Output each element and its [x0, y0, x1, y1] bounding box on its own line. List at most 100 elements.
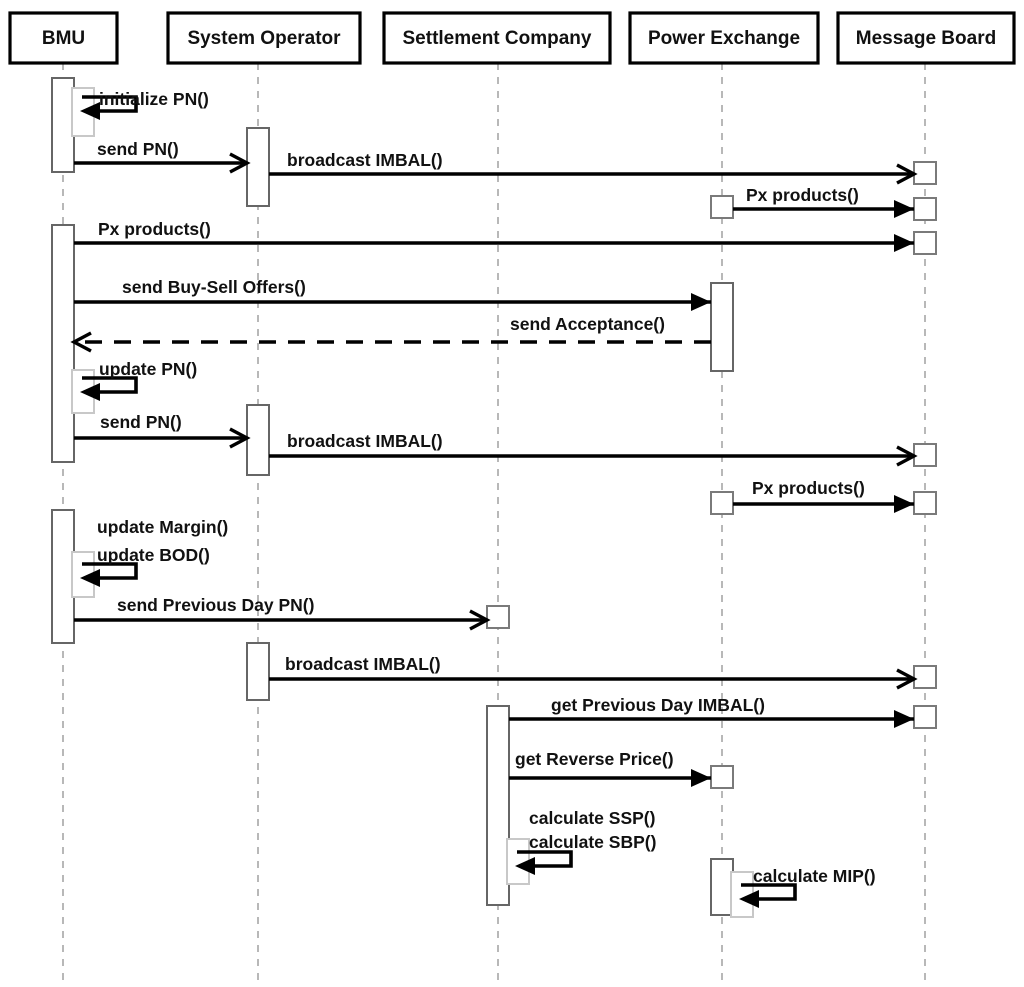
message-label-m06: send Buy-Sell Offers()	[122, 277, 306, 297]
activation-bar-act-sysop-2	[246, 404, 270, 476]
message-label-m03: broadcast IMBAL()	[287, 150, 443, 170]
message-m03: broadcast IMBAL()	[269, 150, 918, 185]
lifeline-head-bmu: BMU	[8, 11, 119, 65]
message-label-m09: send PN()	[100, 412, 182, 432]
message-label-m11: Px products()	[752, 478, 865, 498]
message-m07: send Acceptance()	[70, 314, 711, 353]
lifeline-head-box-sysop	[166, 11, 362, 65]
message-m17: get Reverse Price()	[509, 749, 711, 787]
message-label-m05: Px products()	[98, 219, 211, 239]
lifeline-head-sysop: System Operator	[166, 11, 362, 65]
activation-bar-act-settle-1	[486, 605, 510, 629]
message-label-m12: update Margin()	[97, 517, 228, 537]
self-call-loop-m01	[82, 95, 138, 113]
arrowhead-open	[469, 609, 491, 631]
message-m20: calculate MIP()	[739, 866, 876, 908]
arrowhead-filled	[894, 710, 914, 728]
activation-bar-act-msg-2	[913, 197, 937, 221]
activation-bar-act-sysop-1	[246, 127, 270, 207]
message-m19: calculate SBP()	[515, 832, 656, 875]
arrowhead-filled	[80, 383, 100, 401]
message-label-m17: get Reverse Price()	[515, 749, 674, 769]
activation-bar-act-msg-3	[913, 231, 937, 255]
arrowhead-open	[229, 427, 251, 449]
lifeline-head-box-pxe	[628, 11, 820, 65]
activation-bar-act-pxe-3	[710, 491, 734, 515]
self-call-bars-layer	[71, 87, 754, 918]
activation-bar-act-pxe-5	[710, 858, 734, 916]
message-m05: Px products()	[74, 219, 914, 252]
arrowhead-filled	[80, 102, 100, 120]
arrowhead-open	[896, 163, 918, 185]
activation-bar-act-bmu-1	[51, 77, 75, 173]
lifeline-head-label-sysop: System Operator	[187, 28, 341, 49]
message-label-m07: send Acceptance()	[510, 314, 665, 334]
message-m02: send PN()	[74, 139, 251, 174]
activation-bar-act-msg-5	[913, 491, 937, 515]
message-m12: update Margin()	[97, 517, 228, 537]
self-call-loop-m13	[82, 562, 138, 580]
lifeline-heads-layer: BMU System Operator Settlement Company Powe…	[8, 11, 1016, 65]
lifeline-head-box-bmu	[8, 11, 119, 65]
activation-bar-act-bmu-2	[51, 224, 75, 463]
arrowhead-open	[896, 445, 918, 467]
self-call-loop-m19	[517, 850, 573, 868]
arrowhead-open	[229, 152, 251, 174]
activation-bar-act-sysop-3	[246, 642, 270, 701]
activation-bar-act-pxe-4	[710, 765, 734, 789]
arrowhead-filled	[691, 769, 711, 787]
message-label-m01: initialize PN()	[99, 89, 209, 109]
message-label-m19: calculate SBP()	[529, 832, 656, 852]
message-label-m02: send PN()	[97, 139, 179, 159]
message-label-m15: broadcast IMBAL()	[285, 654, 441, 674]
messages-layer: initialize PN() send PN() broadcast IMBAL(…	[70, 89, 918, 908]
lifeline-head-msgboard: Message Board	[836, 11, 1016, 65]
lifeline-head-settlement: Settlement Company	[382, 11, 612, 65]
message-label-m13: update BOD()	[97, 545, 210, 565]
arrowhead-filled	[894, 200, 914, 218]
arrowhead-filled	[80, 569, 100, 587]
message-m15: broadcast IMBAL()	[269, 654, 918, 690]
message-m14: send Previous Day PN()	[74, 595, 491, 631]
lifeline-head-label-pxe: Power Exchange	[648, 28, 800, 49]
message-m04: Px products()	[733, 185, 914, 218]
message-label-m14: send Previous Day PN()	[117, 595, 314, 615]
lifeline-head-pxe: Power Exchange	[628, 11, 820, 65]
arrowhead-filled	[515, 857, 535, 875]
message-m16: get Previous Day IMBAL()	[509, 695, 914, 728]
message-m11: Px products()	[733, 478, 914, 513]
message-m06: send Buy-Sell Offers()	[74, 277, 711, 311]
activation-bar-act-settle-2	[486, 705, 510, 906]
message-m01: initialize PN()	[80, 89, 209, 120]
activation-bar-act-bmu-3	[51, 509, 75, 644]
self-call-loop-m20	[741, 883, 797, 901]
activation-bar-act-msg-4	[913, 443, 937, 467]
message-label-m08: update PN()	[99, 359, 197, 379]
activation-bar-act-msg-7	[913, 705, 937, 729]
lifeline-head-box-settlement	[382, 11, 612, 65]
lifeline-head-label-msgboard: Message Board	[856, 28, 996, 49]
message-m18: calculate SSP()	[529, 808, 655, 828]
activation-bar-act-msg-1	[913, 161, 937, 185]
message-label-m18: calculate SSP()	[529, 808, 655, 828]
activation-bar-act-pxe-1	[710, 195, 734, 219]
activation-bar-act-pxe-2	[710, 282, 734, 372]
arrowhead-filled	[894, 234, 914, 252]
message-label-m16: get Previous Day IMBAL()	[551, 695, 765, 715]
message-m13: update BOD()	[80, 545, 210, 587]
message-m08: update PN()	[80, 359, 197, 401]
message-m09: send PN()	[74, 412, 251, 449]
arrowhead-filled	[691, 293, 711, 311]
arrowhead-filled	[894, 495, 914, 513]
lifeline-head-label-settlement: Settlement Company	[403, 28, 592, 49]
message-m10: broadcast IMBAL()	[269, 431, 918, 467]
message-label-m04: Px products()	[746, 185, 859, 205]
message-label-m20: calculate MIP()	[753, 866, 876, 886]
lifeline-head-box-msgboard	[836, 11, 1016, 65]
activation-bar-act-msg-6	[913, 665, 937, 689]
message-label-m10: broadcast IMBAL()	[287, 431, 443, 451]
lifeline-head-label-bmu: BMU	[42, 28, 85, 49]
arrowhead-filled	[739, 890, 759, 908]
